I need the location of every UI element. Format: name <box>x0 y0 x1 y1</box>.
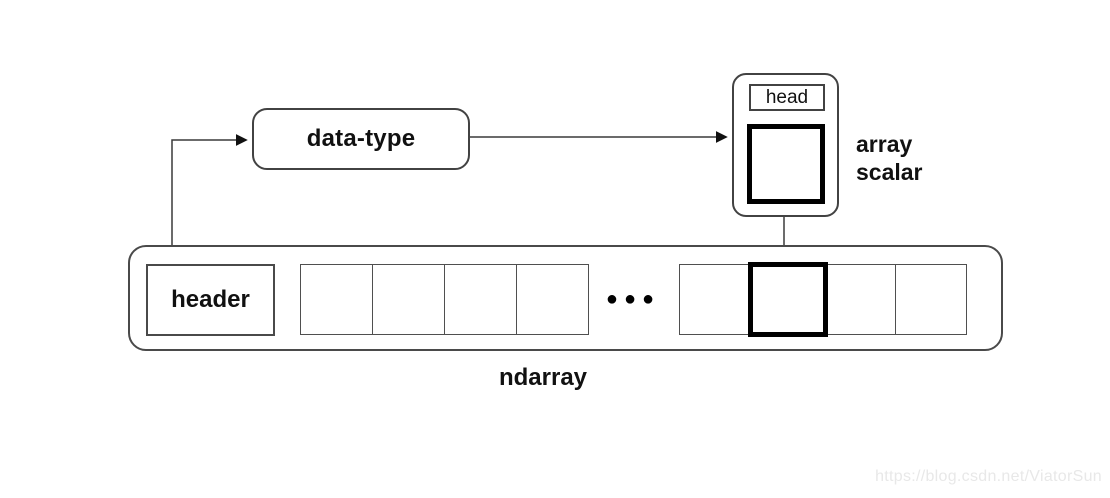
ndarray-header-box: header <box>146 264 275 336</box>
arrow-header-to-datatype-icon <box>171 134 248 262</box>
watermark-text: https://blog.csdn.net/ViatorSun <box>875 468 1102 485</box>
head-label: head <box>765 86 809 108</box>
array-scalar-node: head <box>732 73 839 217</box>
array-scalar-caption: array scalar <box>856 131 923 185</box>
ndarray-container: header <box>128 245 1003 351</box>
scalar-value-square <box>747 124 825 204</box>
ndarray-cell <box>824 264 897 335</box>
datatype-label: data-type <box>306 125 416 152</box>
ndarray-header-label: header <box>171 286 250 313</box>
ellipsis-dots: ●●● <box>605 288 661 310</box>
head-box: head <box>749 84 825 111</box>
ndarray-cells-right <box>679 262 967 337</box>
ndarray-cell <box>516 264 589 335</box>
datatype-node: data-type <box>252 108 470 170</box>
ndarray-cells-left <box>300 264 589 335</box>
ndarray-cell <box>895 264 967 335</box>
ndarray-caption: ndarray <box>498 364 588 391</box>
ndarray-cell-highlighted <box>747 262 828 337</box>
ndarray-cell <box>679 264 751 335</box>
ndarray-cell <box>444 264 517 335</box>
ndarray-cell <box>372 264 445 335</box>
ndarray-cell <box>300 264 373 335</box>
